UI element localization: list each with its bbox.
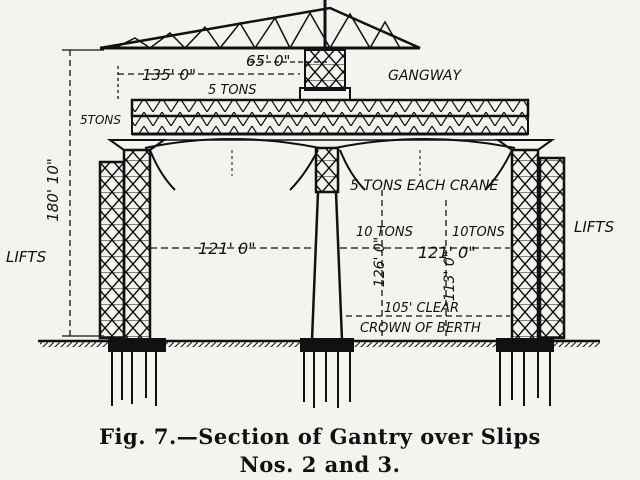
dimension-65-label: 65' 0": [246, 52, 290, 70]
ten-tons-right-label: 10TONS: [452, 225, 505, 240]
gantry-section-drawing: GANGWAY 65' 0" 135' 0" 5 TONS 5TONS 5 TO…: [6, 0, 615, 408]
dimension-lines: [62, 49, 510, 338]
five-tons-each-crane-label: 5 TONS EACH CRANE: [350, 178, 498, 194]
ten-tons-left-label: 10 TONS: [356, 225, 413, 240]
span-left-label: 121' 0": [198, 239, 256, 258]
lifts-right-label: LIFTS: [574, 218, 615, 236]
left-lift-tower: [98, 160, 126, 340]
upper-girder: [130, 98, 530, 141]
gangway-label: GANGWAY: [388, 68, 462, 84]
figure-caption-line2: Nos. 2 and 3.: [239, 452, 401, 477]
height-113-label: 113' 0": [442, 251, 458, 301]
five-tons-left-label: 5TONS: [80, 113, 121, 127]
top-crane-truss: [99, 0, 421, 101]
right-lift-tower: [538, 156, 566, 340]
right-column: [494, 139, 556, 352]
height-180-label: 180' 10": [44, 158, 62, 222]
clear-105-label: 105' CLEAR: [384, 301, 459, 316]
crown-of-berth-label: CROWN OF BERTH: [360, 321, 481, 336]
foundation-piles: [111, 352, 551, 408]
five-tons-top-label: 5 TONS: [208, 83, 257, 98]
span-right-label: 121' 0": [418, 243, 476, 262]
center-column: [300, 146, 354, 352]
lifts-left-label: LIFTS: [6, 248, 47, 266]
dimension-135-label: 135' 0": [142, 66, 196, 84]
figure-caption-line1: Fig. 7.—Section of Gantry over Slips: [99, 424, 541, 449]
height-126-label: 126' 0": [372, 237, 388, 287]
